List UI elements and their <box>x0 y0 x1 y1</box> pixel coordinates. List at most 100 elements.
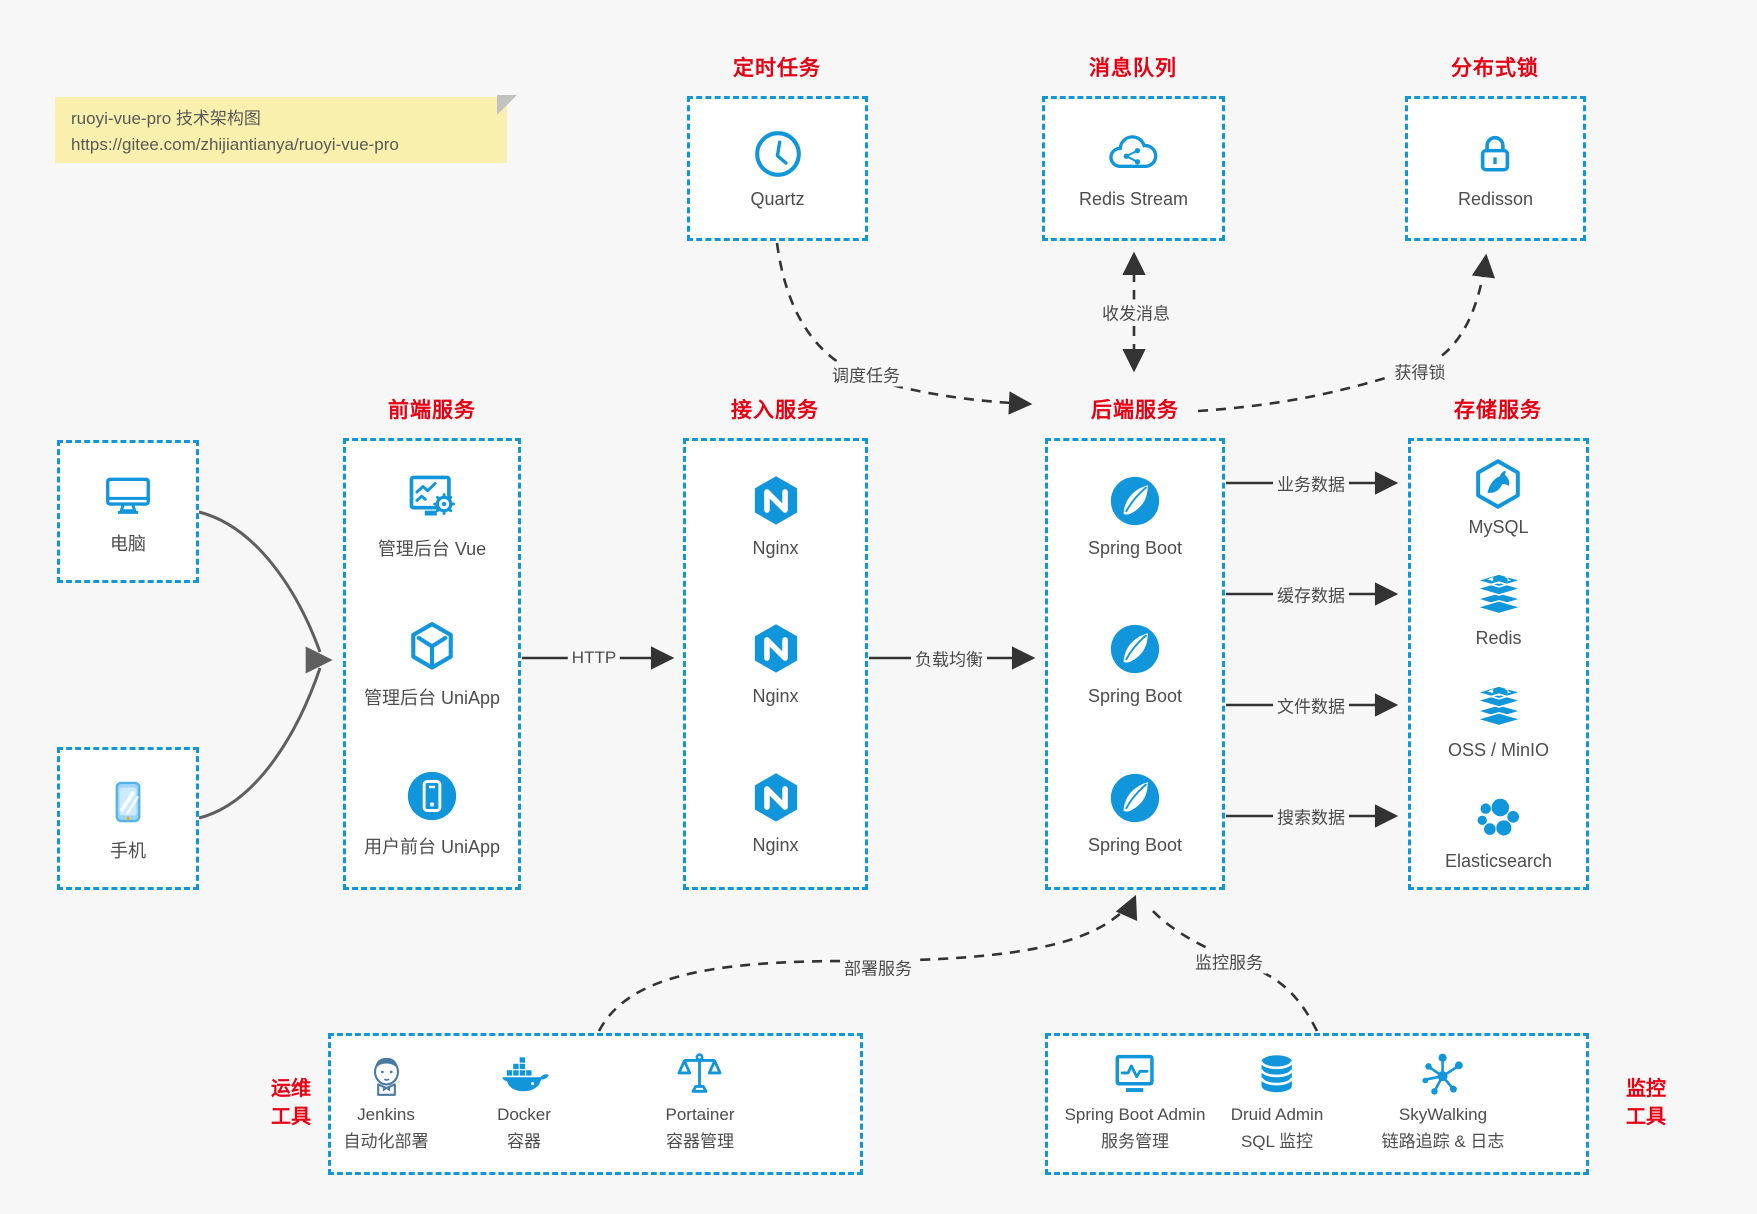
portainer-node: Portainer 容器管理 <box>665 1048 735 1152</box>
acquire-lock-edge-label: 获得锁 <box>1390 358 1450 384</box>
admin-monitor-gear-icon <box>409 475 455 516</box>
skywalking-desc: 链路追踪 & 日志 <box>1381 1132 1505 1151</box>
monitor-pulse-icon <box>1115 1054 1155 1092</box>
frontend-box: 管理后台 Vue 管理后台 UniApp 用户前台 UniApp <box>343 438 521 890</box>
scales-icon <box>678 1053 722 1093</box>
group-title-storage: 存储服务 <box>1454 399 1542 422</box>
nginx-node-2: Nginx <box>747 620 805 707</box>
database-icon <box>1260 1055 1294 1093</box>
search-data-edge-label: 搜索数据 <box>1273 803 1349 829</box>
admin-vue-label: 管理后台 Vue <box>377 539 487 560</box>
spring-boot-admin-node: Spring Boot Admin 服务管理 <box>1064 1048 1206 1152</box>
note-fold-corner <box>497 95 517 115</box>
nginx-label-2: Nginx <box>752 686 799 707</box>
monitor-edge-label: 监控服务 <box>1191 948 1267 974</box>
redis-stack-icon <box>1473 573 1524 615</box>
scheduled-box: Quartz <box>687 96 868 241</box>
nginx-icon <box>754 624 797 674</box>
business-data-edge-label: 业务数据 <box>1273 470 1349 496</box>
clients-to-frontend-curves <box>198 510 333 820</box>
acquire-lock-curve <box>1197 253 1496 413</box>
queue-box: Redis Stream <box>1042 96 1225 241</box>
messaging-edge-label: 收发消息 <box>1098 299 1174 325</box>
spring-boot-admin-name: Spring Boot Admin <box>1064 1105 1206 1124</box>
storage-box: MySQL Redis <box>1408 438 1589 890</box>
spring-leaf-icon <box>1110 773 1160 823</box>
admin-uniapp-label: 管理后台 UniApp <box>363 687 501 708</box>
docker-whale-icon <box>502 1057 549 1092</box>
cube-icon <box>411 621 453 670</box>
computer-label: 电脑 <box>110 533 146 554</box>
group-title-backend: 后端服务 <box>1091 399 1179 422</box>
docker-name: Docker <box>497 1105 551 1124</box>
spring-leaf-icon <box>1110 625 1160 674</box>
user-uniapp-node: 用户前台 UniApp <box>364 767 500 859</box>
monitoring-box: Spring Boot Admin 服务管理 Druid Admin SQL 监… <box>1045 1033 1589 1175</box>
druid-admin-node: Druid Admin SQL 监控 <box>1230 1048 1324 1152</box>
lock-icon <box>1481 135 1510 172</box>
admin-vue-node: 管理后台 Vue <box>378 469 486 561</box>
group-title-monitoring: 监控 工具 <box>1626 1078 1666 1128</box>
computer-node: 电脑 <box>99 468 157 556</box>
spring-boot-label-2: Spring Boot <box>1087 686 1183 707</box>
nginx-label-1: Nginx <box>752 537 799 558</box>
jenkins-desc: 自动化部署 <box>343 1132 429 1151</box>
smartphone-icon <box>115 781 141 822</box>
topology-icon <box>1422 1053 1464 1095</box>
http-edge-label: HTTP <box>567 648 621 668</box>
spring-boot-node-3: Spring Boot <box>1088 769 1182 856</box>
nginx-icon <box>754 476 797 525</box>
cloud-network-icon <box>1109 135 1158 168</box>
redisson-label: Redisson <box>1457 189 1534 209</box>
spring-boot-admin-desc: 服务管理 <box>1101 1132 1169 1151</box>
redis-label: Redis <box>1475 628 1522 649</box>
ops-box: Jenkins 自动化部署 Docker 容器 <box>328 1033 863 1175</box>
docker-desc: 容器 <box>507 1132 541 1151</box>
group-title-ops: 运维 工具 <box>271 1078 311 1128</box>
skywalking-node: SkyWalking 链路追踪 & 日志 <box>1381 1048 1505 1152</box>
computer-box: 电脑 <box>57 440 199 583</box>
oss-minio-label: OSS / MinIO <box>1447 739 1550 760</box>
group-title-scheduled: 定时任务 <box>733 57 821 80</box>
schedule-edge-label: 调度任务 <box>828 361 904 387</box>
portainer-name: Portainer <box>665 1105 735 1124</box>
spring-boot-label-1: Spring Boot <box>1087 537 1183 558</box>
redis-stream-label: Redis Stream <box>1078 189 1189 209</box>
note-url: https://gitee.com/zhijiantianya/ruoyi-vu… <box>71 134 399 154</box>
phone-circle-icon <box>407 771 457 820</box>
druid-admin-desc: SQL 监控 <box>1240 1132 1314 1151</box>
mysql-node: MySQL <box>1468 456 1529 538</box>
portainer-desc: 容器管理 <box>665 1132 734 1151</box>
redis-stack-icon <box>1473 684 1524 727</box>
group-title-queue: 消息队列 <box>1089 57 1177 80</box>
skywalking-name: SkyWalking <box>1398 1105 1488 1124</box>
phone-label: 手机 <box>110 840 146 861</box>
druid-admin-name: Druid Admin <box>1230 1105 1324 1124</box>
elasticsearch-icon <box>1478 799 1520 836</box>
clock-icon <box>754 131 801 177</box>
load-balance-edge-label: 负载均衡 <box>911 645 987 671</box>
elasticsearch-label: Elasticsearch <box>1444 851 1553 872</box>
docker-node: Docker 容器 <box>496 1048 552 1152</box>
phone-node: 手机 <box>101 775 155 863</box>
gear-icon <box>433 493 455 516</box>
user-uniapp-label: 用户前台 UniApp <box>363 836 501 857</box>
mysql-label: MySQL <box>1468 516 1529 537</box>
lock-box: Redisson <box>1405 96 1586 241</box>
elasticsearch-node: Elasticsearch <box>1445 790 1552 872</box>
note-title: ruoyi-vue-pro 技术架构图 <box>71 109 261 128</box>
sticky-note: ruoyi-vue-pro 技术架构图 https://gitee.com/zh… <box>55 95 517 163</box>
spring-boot-label-3: Spring Boot <box>1087 835 1183 856</box>
spring-boot-node-2: Spring Boot <box>1088 620 1182 707</box>
nginx-icon <box>754 773 797 822</box>
nginx-node-3: Nginx <box>747 769 805 856</box>
spring-boot-node-1: Spring Boot <box>1088 472 1182 559</box>
file-data-edge-label: 文件数据 <box>1273 692 1349 718</box>
group-title-lock: 分布式锁 <box>1451 57 1539 80</box>
deploy-edge-label: 部署服务 <box>840 954 916 980</box>
oss-minio-node: OSS / MinIO <box>1448 679 1549 761</box>
group-title-frontend: 前端服务 <box>388 399 476 422</box>
mysql-dolphin-icon <box>1476 459 1521 509</box>
nginx-label-3: Nginx <box>752 835 799 856</box>
